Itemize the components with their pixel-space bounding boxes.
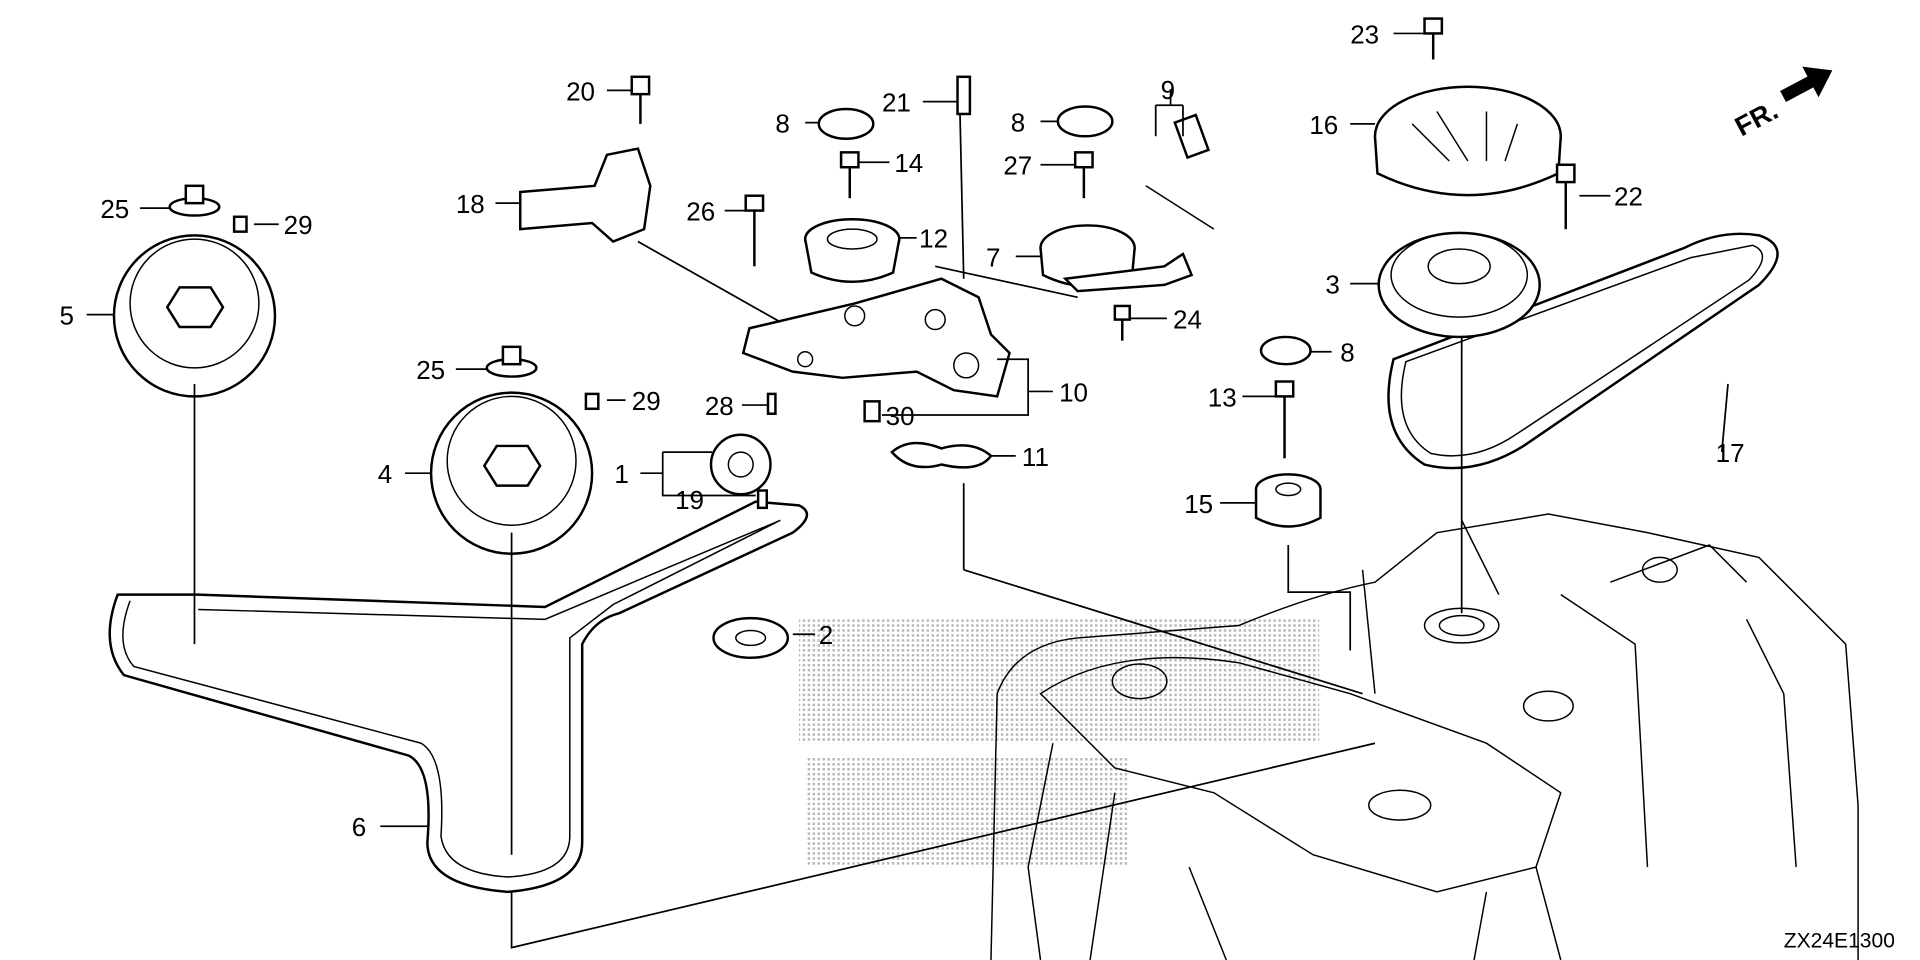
plugs-8	[817, 105, 1312, 366]
pulley-3	[1377, 231, 1541, 339]
callout-8-left: 8	[775, 109, 789, 139]
leader-lines	[86, 32, 1729, 949]
fr-label: FR.	[1730, 94, 1783, 142]
callout-14: 14	[894, 148, 923, 178]
cam-sprocket-5	[112, 234, 277, 398]
callout-13: 13	[1208, 382, 1237, 412]
callout-17: 17	[1716, 438, 1745, 468]
spacer-15	[1254, 473, 1322, 528]
watermark	[798, 619, 1320, 868]
v-belt-17	[1387, 232, 1779, 470]
callout-25-top: 25	[100, 194, 129, 224]
callout-6: 6	[352, 812, 366, 842]
callout-8-middle: 8	[1011, 107, 1025, 137]
callout-1: 1	[614, 459, 628, 489]
callout-9: 9	[1161, 75, 1175, 105]
callout-25-bottom: 25	[416, 355, 445, 385]
engine-block	[990, 513, 1859, 960]
callout-3: 3	[1325, 270, 1339, 300]
callout-19: 19	[675, 485, 704, 515]
callout-10: 10	[1059, 377, 1088, 407]
tensioner-bracket-10	[741, 277, 1011, 398]
callout-21: 21	[882, 87, 911, 117]
callout-23: 23	[1350, 19, 1379, 49]
small-belt-11	[890, 441, 993, 469]
callout-11: 11	[1022, 442, 1049, 472]
callout-5: 5	[59, 301, 73, 331]
callout-2: 2	[819, 620, 833, 650]
callout-22: 22	[1614, 182, 1643, 212]
cooling-fan-16	[1373, 85, 1563, 197]
arrow-icon	[1780, 66, 1833, 102]
diagram-code: ZX24E1300	[1784, 930, 1895, 953]
callout-26: 26	[686, 196, 715, 226]
callout-12: 12	[919, 224, 948, 254]
callout-15: 15	[1184, 489, 1213, 519]
callout-7: 7	[986, 242, 1000, 272]
callout-28: 28	[705, 391, 734, 421]
callout-8-right: 8	[1340, 338, 1354, 368]
timing-belt-6	[108, 500, 809, 894]
front-direction-marker: FR.	[1730, 66, 1833, 142]
callout-labels: 23 16 22 3 17 8 13 15 9 8 27 7 24 21 14 …	[59, 19, 1744, 842]
callout-4: 4	[378, 459, 392, 489]
cam-sprocket-4	[429, 391, 594, 555]
tensioner-pulley-7	[1039, 224, 1194, 293]
callout-18: 18	[456, 189, 485, 219]
callout-20: 20	[566, 76, 595, 106]
callout-16: 16	[1309, 110, 1338, 140]
drive-gear-2	[712, 616, 790, 659]
idler-pulley-12	[803, 218, 901, 284]
bracket-18	[519, 147, 652, 243]
callout-29-bottom: 29	[632, 386, 661, 416]
callout-27: 27	[1003, 151, 1032, 181]
callout-29-top: 29	[284, 210, 313, 240]
callout-30: 30	[886, 401, 915, 431]
crank-sprocket-1	[709, 433, 772, 496]
callout-24: 24	[1173, 304, 1202, 334]
